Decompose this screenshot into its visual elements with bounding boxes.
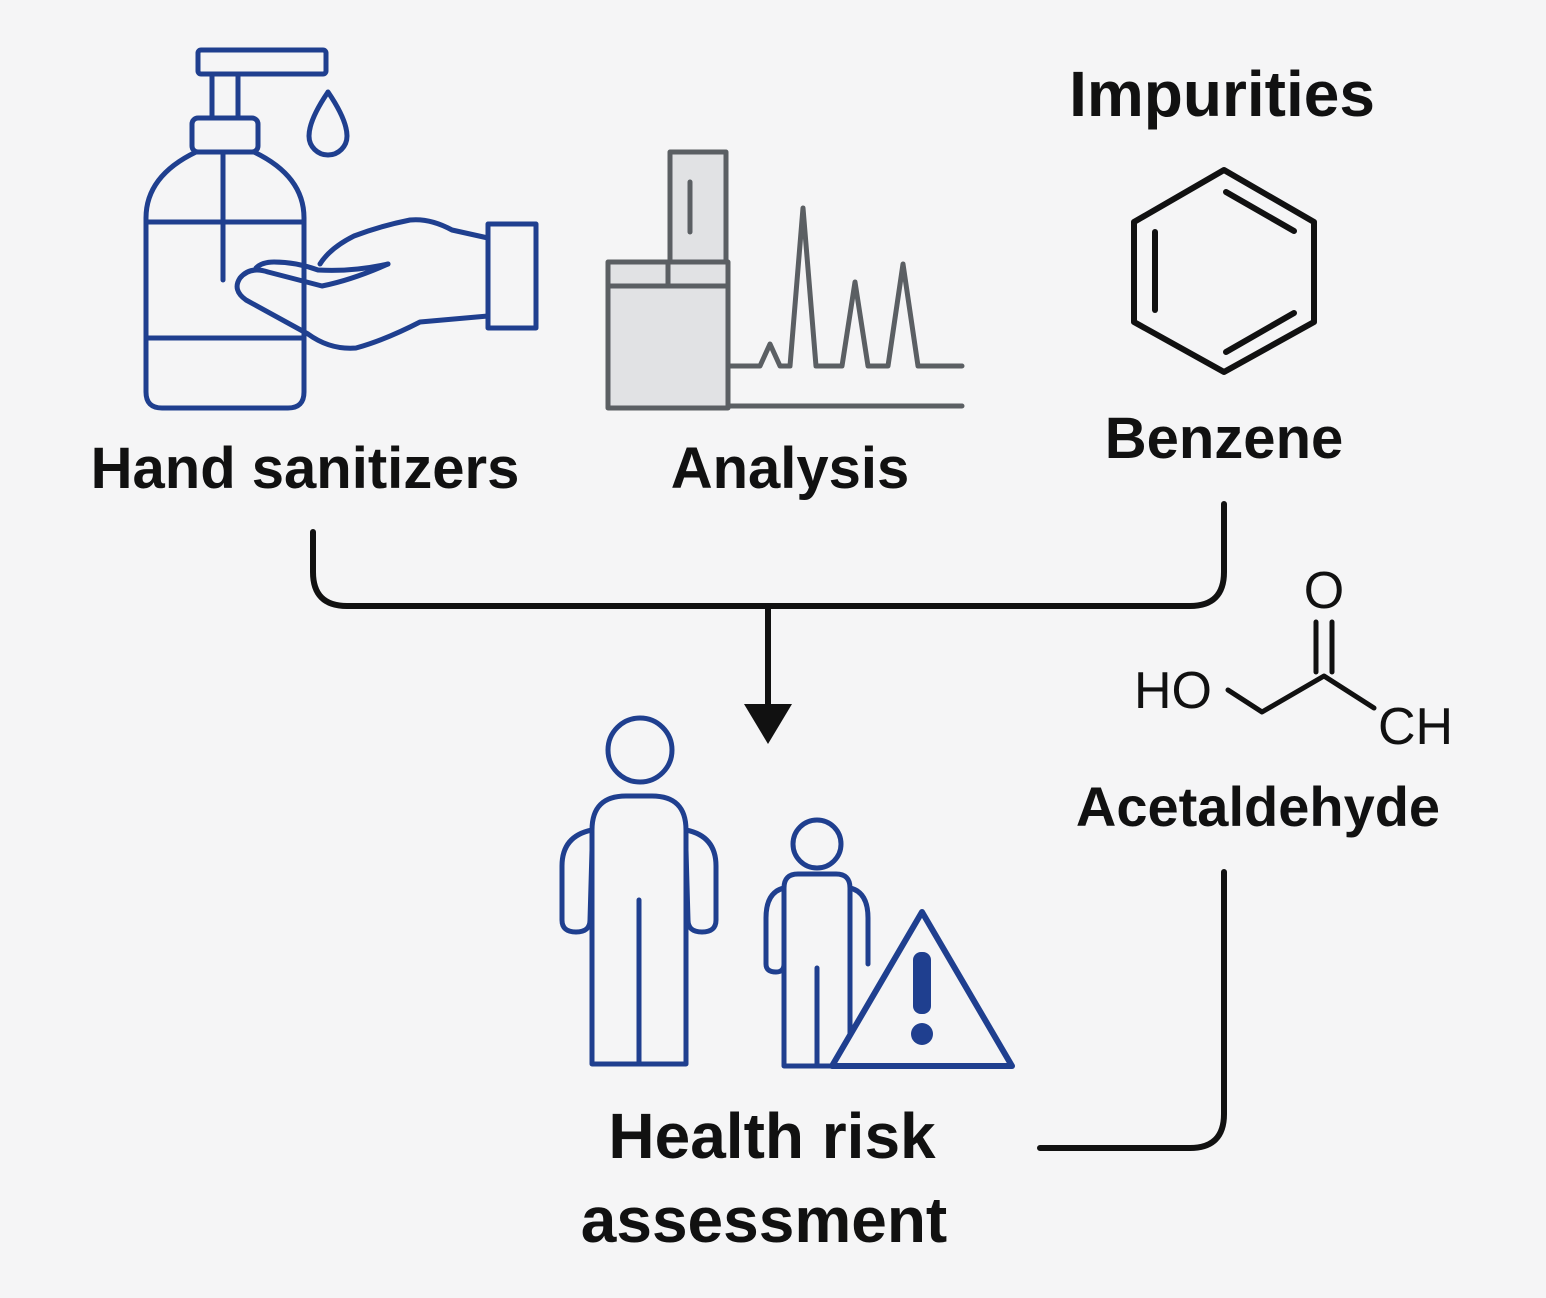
benzene-ring-icon (1131, 167, 1317, 375)
sanitizer-bottle-with-hand-icon (143, 47, 539, 411)
aldehyde-group: CH (1378, 698, 1453, 756)
hand-sanitizers-label: Hand sanitizers (91, 436, 520, 501)
analysis-label: Analysis (671, 436, 910, 501)
adult-and-child-icon (559, 715, 871, 1069)
hydroxyl-group: HO (1134, 662, 1212, 720)
down-arrow-head (744, 704, 792, 744)
exclamation-mark-icon (913, 952, 931, 1014)
benzene-label: Benzene (1105, 406, 1344, 471)
impurities-label: Impurities (1069, 58, 1375, 130)
merge-connector (310, 501, 1227, 709)
chromatography-instrument-icon (605, 149, 965, 411)
oxygen-atom: O (1304, 562, 1344, 620)
health-risk-label-line2: assessment (581, 1184, 947, 1256)
health-risk-label-line1: Health risk (608, 1100, 936, 1172)
acetaldehyde-connector (1037, 869, 1227, 1151)
acetaldehyde-structure: O HO CH (1134, 562, 1453, 756)
acetaldehyde-label: Acetaldehyde (1076, 775, 1440, 838)
warning-triangle-icon (829, 909, 1015, 1069)
